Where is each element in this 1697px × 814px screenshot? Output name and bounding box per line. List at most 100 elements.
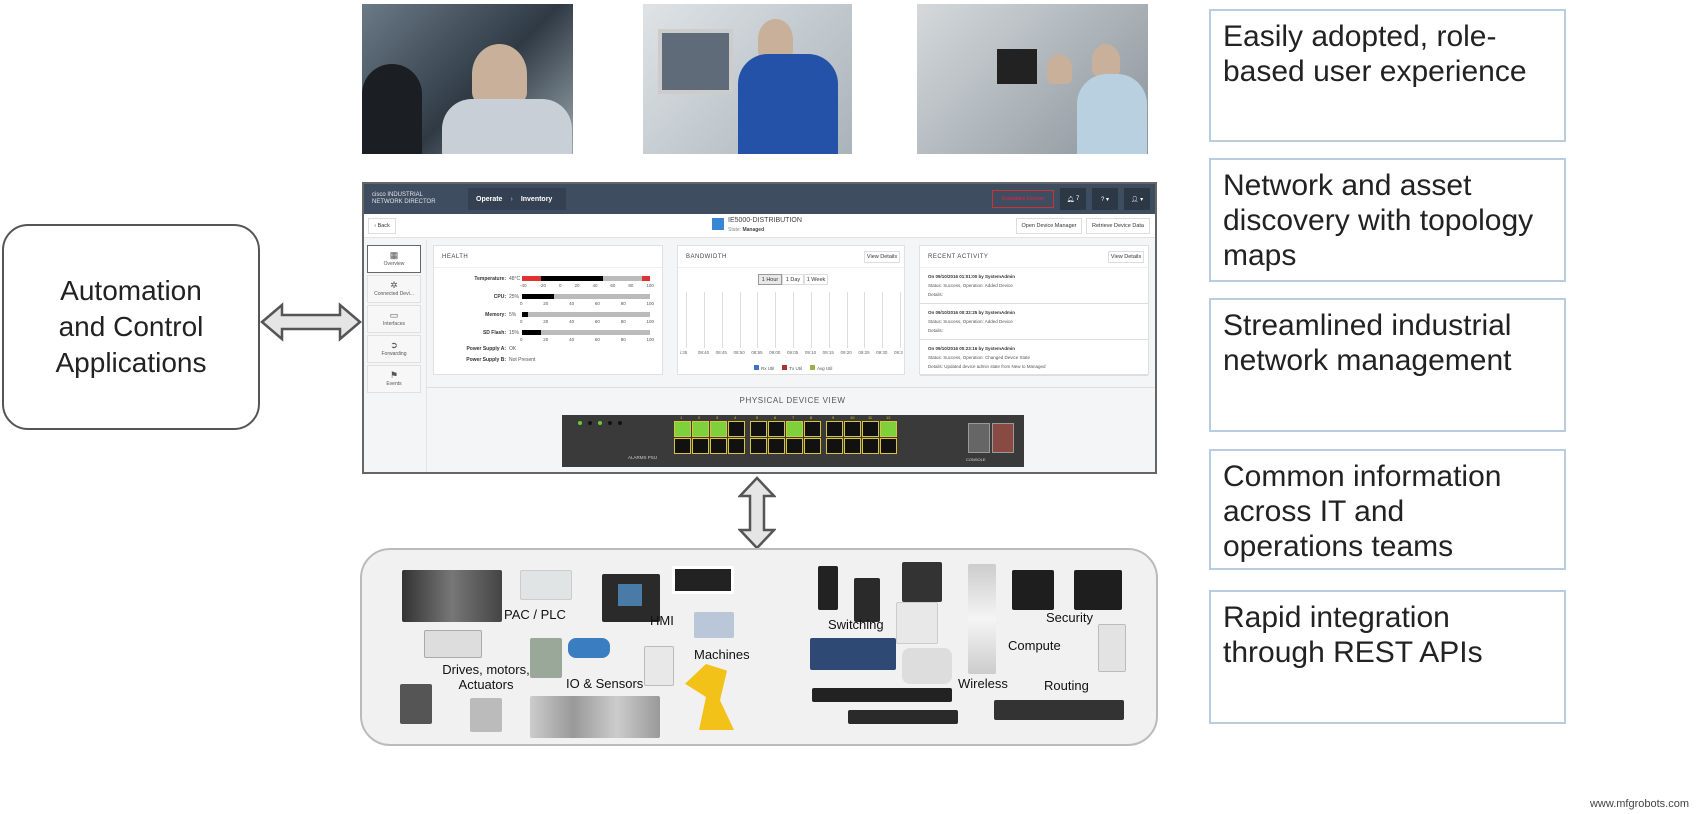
range-1-week[interactable]: 1 Week bbox=[804, 274, 828, 285]
status-leds bbox=[578, 421, 626, 425]
photo-engineers-at-workstation bbox=[917, 4, 1148, 154]
hmi-panel-image bbox=[602, 574, 660, 622]
port-number: 4 bbox=[734, 415, 737, 420]
health-value: 5% bbox=[509, 312, 517, 318]
ethernet-port[interactable] bbox=[768, 421, 785, 437]
range-1-day[interactable]: 1 Day bbox=[782, 274, 804, 285]
device-name: IE5000-DISTRIBUTION bbox=[728, 217, 802, 224]
ethernet-port[interactable] bbox=[674, 421, 691, 437]
console-port[interactable] bbox=[968, 423, 990, 453]
benefit-box: Common information across IT and operati… bbox=[1209, 449, 1566, 570]
health-tick: 80 bbox=[620, 337, 626, 342]
ethernet-port[interactable] bbox=[692, 438, 709, 454]
bandwidth-panel: BANDWIDTH View Details 1 Hour 1 Day 1 We… bbox=[677, 245, 905, 375]
notifications-button[interactable]: 🔔︎ 7 bbox=[1060, 188, 1086, 210]
ethernet-port[interactable] bbox=[844, 421, 861, 437]
breadcrumb-operate[interactable]: Operate bbox=[476, 195, 503, 203]
ethernet-port[interactable] bbox=[826, 421, 843, 437]
ethernet-port[interactable] bbox=[786, 438, 803, 454]
ethernet-port[interactable] bbox=[750, 438, 767, 454]
sidebar-item-events[interactable]: ⚑Events bbox=[367, 365, 421, 393]
firewall-image bbox=[1012, 570, 1054, 610]
motor-controller-image bbox=[400, 684, 432, 724]
switch-image bbox=[854, 578, 880, 622]
recent-activity-title: RECENT ACTIVITY bbox=[920, 246, 1148, 268]
health-tick: 20 bbox=[543, 301, 549, 306]
ethernet-port[interactable] bbox=[710, 421, 727, 437]
health-tick: 80 bbox=[628, 283, 634, 288]
back-button[interactable]: ‹ Back bbox=[368, 218, 396, 234]
alarm-port[interactable] bbox=[992, 423, 1014, 453]
health-label: SD Flash: bbox=[482, 330, 506, 336]
range-1-hour[interactable]: 1 Hour bbox=[758, 274, 782, 285]
health-tick: 40 bbox=[569, 337, 575, 342]
interfaces-icon: ▭ bbox=[389, 310, 399, 320]
sidebar-item-connected-devices[interactable]: ✲Connected Devi... bbox=[367, 275, 421, 303]
sidebar-item-forwarding[interactable]: ➲Forwarding bbox=[367, 335, 421, 363]
ethernet-port[interactable] bbox=[804, 421, 821, 437]
ethernet-port[interactable] bbox=[826, 438, 843, 454]
photo-technician-at-hmi bbox=[643, 4, 852, 154]
ethernet-port[interactable] bbox=[728, 438, 745, 454]
sidebar-item-interfaces[interactable]: ▭Interfaces bbox=[367, 305, 421, 333]
flag-icon: ⚑ bbox=[389, 370, 399, 380]
sidebar-item-overview[interactable]: ▦Overview bbox=[367, 245, 421, 273]
retrieve-device-data-button[interactable]: Retrieve Device Data bbox=[1086, 218, 1150, 234]
ip67-switch-image bbox=[896, 602, 938, 644]
device-subheader: ‹ Back IE5000-DISTRIBUTION State: Manage… bbox=[364, 214, 1155, 238]
plc-image bbox=[402, 570, 502, 622]
time-tick: i:35 bbox=[680, 350, 688, 355]
gridline bbox=[739, 292, 741, 348]
health-tick: 100 bbox=[646, 319, 654, 324]
power-supply-a-value: OK bbox=[509, 346, 517, 352]
ethernet-port[interactable] bbox=[862, 421, 879, 437]
ethernet-port[interactable] bbox=[844, 438, 861, 454]
state-label: State: bbox=[728, 227, 742, 233]
help-button[interactable]: ? ▾ bbox=[1092, 188, 1118, 210]
gridline bbox=[864, 292, 866, 348]
gridline bbox=[846, 292, 848, 348]
industrial-devices-box: PAC / PLC HMI Machines Drives, motors, A… bbox=[360, 548, 1158, 746]
user-menu-button[interactable]: 👤︎ ▾ bbox=[1124, 188, 1150, 210]
activity-view-details-button[interactable]: View Details bbox=[1108, 251, 1144, 263]
ethernet-port[interactable] bbox=[786, 421, 803, 437]
ethernet-port[interactable] bbox=[692, 421, 709, 437]
time-tick: 09:00 bbox=[769, 350, 781, 355]
ethernet-port[interactable] bbox=[880, 438, 897, 454]
ethernet-port[interactable] bbox=[728, 421, 745, 437]
time-tick: 09:30 bbox=[876, 350, 888, 355]
label-wireless: Wireless bbox=[958, 676, 1008, 691]
switch-stack-image bbox=[810, 638, 896, 670]
breadcrumb-inventory[interactable]: Inventory bbox=[520, 195, 553, 203]
chevron-right-icon: › bbox=[510, 195, 513, 203]
port-number: 2 bbox=[698, 415, 701, 420]
health-value: 48°C bbox=[509, 276, 521, 282]
ethernet-port[interactable] bbox=[880, 421, 897, 437]
ethernet-port[interactable] bbox=[674, 438, 691, 454]
port-number: 9 bbox=[832, 415, 835, 420]
sensor-device-image bbox=[644, 646, 674, 686]
label-compute: Compute bbox=[1008, 638, 1061, 653]
health-tick: 40 bbox=[569, 301, 575, 306]
open-device-manager-button[interactable]: Open Device Manager bbox=[1016, 218, 1082, 234]
ethernet-port[interactable] bbox=[804, 438, 821, 454]
label-machines: Machines bbox=[694, 647, 750, 662]
ethernet-port[interactable] bbox=[768, 438, 785, 454]
router-image bbox=[994, 700, 1124, 720]
switch-image bbox=[818, 566, 838, 610]
evaluation-license-badge[interactable]: Evaluation License bbox=[992, 190, 1054, 208]
health-tick: 100 bbox=[646, 337, 654, 342]
ethernet-port[interactable] bbox=[710, 438, 727, 454]
gridline bbox=[686, 292, 687, 348]
photo-operators-at-monitor bbox=[362, 4, 573, 154]
ethernet-port[interactable] bbox=[862, 438, 879, 454]
overview-icon: ▦ bbox=[389, 250, 399, 260]
gridline bbox=[757, 292, 759, 348]
health-tick: 100 bbox=[646, 283, 654, 288]
bandwidth-view-details-button[interactable]: View Details bbox=[864, 251, 900, 263]
ethernet-port[interactable] bbox=[750, 421, 767, 437]
